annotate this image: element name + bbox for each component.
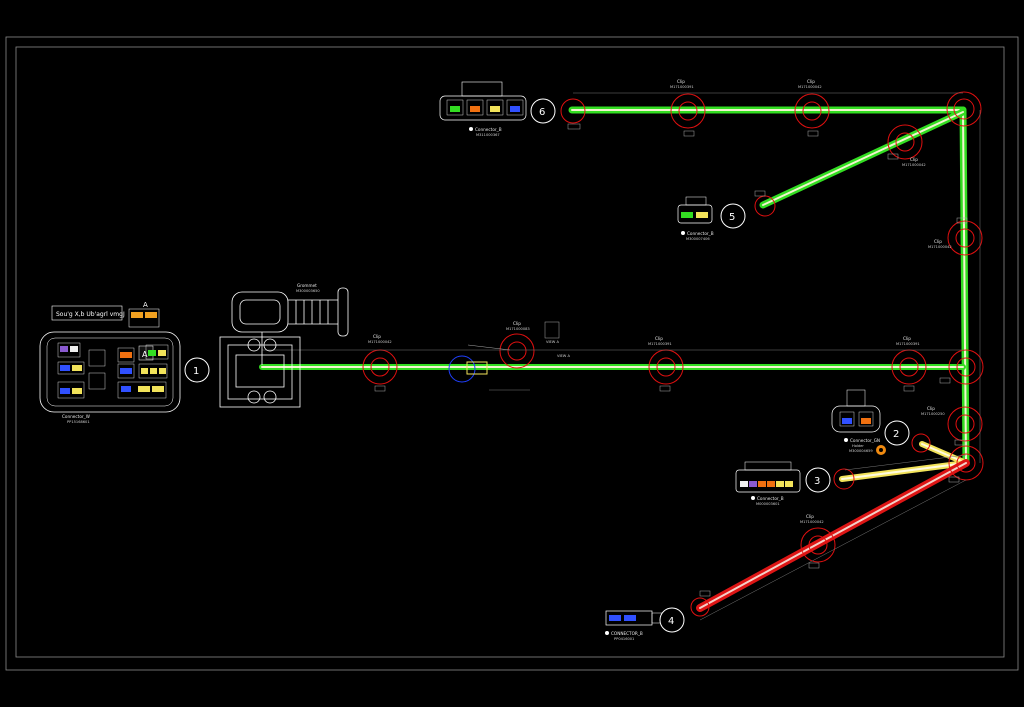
connector-4: CONNECTOR_B PP0416001	[605, 610, 663, 641]
connector-5-part: M300007406	[686, 237, 710, 241]
clip-top-start	[560, 98, 586, 124]
view-label: VIEW A	[546, 340, 559, 344]
connector-2-extra: Holder	[852, 444, 864, 448]
svg-text:Clip: Clip	[513, 321, 521, 326]
connector-2-part: M300004659	[849, 449, 873, 453]
connector-2: Connector_GN Holder M300004659	[831, 389, 886, 455]
connector-1-header: Sou'g X,b Ub'agrl vmgJ	[56, 311, 125, 318]
grommet-label: Grommet	[297, 283, 317, 288]
connector-1-type: Connector_W	[62, 414, 90, 419]
callouts: 1 2 3 4 5 6	[184, 98, 910, 633]
connector-4-part: PP0416001	[614, 637, 634, 641]
callout-6: 6	[530, 98, 556, 124]
outer-frame	[5, 36, 1019, 671]
svg-text:Clip: Clip	[927, 406, 935, 411]
callout-1: 1	[184, 357, 210, 383]
svg-text:M171000042: M171000042	[800, 520, 824, 524]
wire-routes	[259, 106, 970, 612]
connector-1-inner-letter: A	[142, 350, 148, 359]
svg-text:M171000391: M171000391	[896, 342, 920, 346]
callout-5: 5	[720, 203, 746, 229]
grommet-part: M300003650	[296, 289, 320, 293]
connector-1-key-letter: A	[143, 301, 148, 309]
connector-5-type: Connector_B	[687, 231, 714, 236]
inner-frame	[15, 46, 1005, 658]
svg-text:1: 1	[193, 366, 199, 377]
svg-text:5: 5	[729, 212, 735, 223]
svg-text:M171000042: M171000042	[798, 85, 822, 89]
svg-text:Clip: Clip	[903, 336, 911, 341]
svg-text:M171000391: M171000391	[648, 342, 672, 346]
connector-1-header-box	[51, 305, 123, 321]
svg-text:Clip: Clip	[677, 79, 685, 84]
clip-3-end	[833, 468, 855, 490]
grommet-assembly: Grommet M300003650	[219, 283, 349, 408]
connector-3-type: Connector_B	[757, 496, 784, 501]
connector-4-type: CONNECTOR_B	[611, 631, 643, 636]
connector-1-part: PP15168601	[67, 420, 90, 424]
connector-2-type: Connector_GN	[850, 438, 880, 443]
connector-3: Connector_B M000003601	[735, 461, 801, 506]
connector-5: Connector_B M300007406	[677, 196, 714, 241]
svg-text:Clip: Clip	[807, 79, 815, 84]
callout-2: 2	[884, 420, 910, 446]
svg-text:M171000042: M171000042	[902, 163, 926, 167]
connector-3-part: M000003601	[756, 502, 780, 506]
dimension-lines	[262, 92, 981, 621]
connector-6-type: Connector_B	[475, 127, 502, 132]
svg-text:M171000391: M171000391	[670, 85, 694, 89]
view-label-2: VIEW A	[557, 354, 570, 358]
svg-text:Clip: Clip	[655, 336, 663, 341]
svg-text:3: 3	[814, 476, 820, 487]
clip-2-end	[911, 433, 931, 453]
connector-1: Sou'g X,b Ub'agrl vmgJ A A Connector_W P…	[39, 301, 181, 424]
svg-text:Clip: Clip	[934, 239, 942, 244]
svg-text:4: 4	[668, 616, 674, 627]
svg-text:M171000042: M171000042	[368, 340, 392, 344]
svg-text:6: 6	[539, 107, 545, 118]
connector-6-part: M311000367	[476, 133, 500, 137]
clip-right-mid	[948, 349, 984, 385]
clip-corner-top	[946, 91, 982, 127]
callout-3: 3	[805, 467, 831, 493]
svg-text:M171000083: M171000083	[506, 327, 530, 331]
callout-4: 4	[659, 607, 685, 633]
svg-text:M171000042: M171000042	[928, 245, 952, 249]
svg-text:Clip: Clip	[806, 514, 814, 519]
view-marker: VIEW A VIEW A	[448, 321, 570, 383]
svg-text:M171000250: M171000250	[921, 412, 945, 416]
svg-text:Clip: Clip	[373, 334, 381, 339]
connector-6: Connector_B M311000367	[439, 81, 527, 137]
svg-text:2: 2	[893, 429, 899, 440]
tag-boxes	[374, 123, 968, 597]
clip-4-end	[690, 597, 710, 617]
svg-text:Clip: Clip	[910, 157, 918, 162]
